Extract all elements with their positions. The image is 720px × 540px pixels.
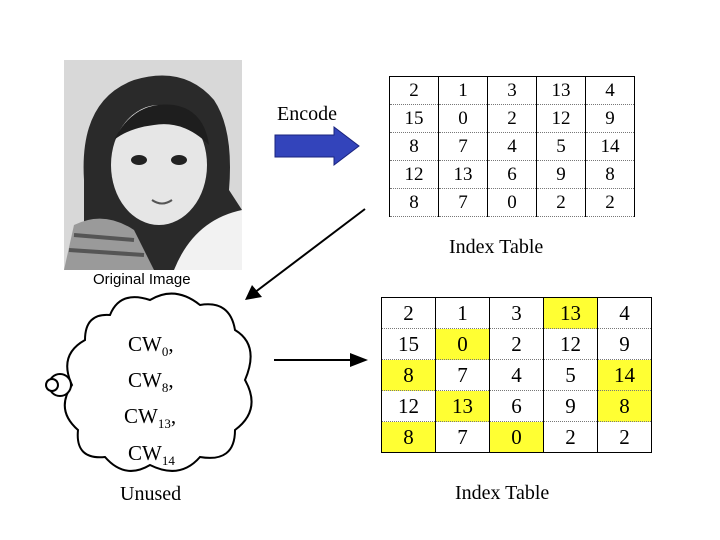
unused-caption: Unused bbox=[120, 483, 181, 506]
table-cell: 9 bbox=[598, 329, 652, 360]
table-cell: 0 bbox=[490, 422, 544, 453]
table-cell: 8 bbox=[382, 422, 436, 453]
table-cell: 1 bbox=[439, 77, 488, 105]
table-cell: 8 bbox=[586, 161, 635, 189]
table-cell: 2 bbox=[382, 298, 436, 329]
table-cell: 13 bbox=[436, 391, 490, 422]
table-cell: 3 bbox=[490, 298, 544, 329]
table-cell: 14 bbox=[598, 360, 652, 391]
index-table-bottom-caption: Index Table bbox=[455, 482, 549, 505]
table-cell: 7 bbox=[436, 360, 490, 391]
table-cell: 2 bbox=[544, 422, 598, 453]
codeword-item: CW14 bbox=[128, 439, 176, 475]
table-cell: 8 bbox=[390, 189, 439, 217]
table-cell: 4 bbox=[490, 360, 544, 391]
encode-arrow bbox=[274, 126, 364, 168]
table-cell: 8 bbox=[598, 391, 652, 422]
table-cell: 12 bbox=[544, 329, 598, 360]
table-cell: 14 bbox=[586, 133, 635, 161]
index-table-top-caption: Index Table bbox=[449, 236, 543, 259]
codeword-item: CW0, bbox=[128, 330, 176, 366]
table-cell: 13 bbox=[544, 298, 598, 329]
cloud-to-table-arrow bbox=[272, 350, 372, 370]
table-cell: 0 bbox=[439, 105, 488, 133]
table-cell: 2 bbox=[598, 422, 652, 453]
table-cell: 12 bbox=[382, 391, 436, 422]
table-cell: 9 bbox=[544, 391, 598, 422]
table-cell: 9 bbox=[537, 161, 586, 189]
table-cell: 5 bbox=[537, 133, 586, 161]
table-cell: 5 bbox=[544, 360, 598, 391]
table-cell: 2 bbox=[490, 329, 544, 360]
table-cell: 15 bbox=[390, 105, 439, 133]
table-cell: 2 bbox=[537, 189, 586, 217]
table-cell: 2 bbox=[390, 77, 439, 105]
table-cell: 4 bbox=[586, 77, 635, 105]
table-cell: 6 bbox=[490, 391, 544, 422]
table-cell: 4 bbox=[488, 133, 537, 161]
table-cell: 7 bbox=[439, 189, 488, 217]
encode-label: Encode bbox=[277, 103, 337, 126]
table-cell: 0 bbox=[436, 329, 490, 360]
table-cell: 4 bbox=[598, 298, 652, 329]
table-cell: 12 bbox=[537, 105, 586, 133]
table-cell: 2 bbox=[488, 105, 537, 133]
codeword-list: CW0, CW8, CW13, CW14 bbox=[128, 330, 176, 475]
codeword-item: CW8, bbox=[128, 366, 176, 402]
table-cell: 2 bbox=[586, 189, 635, 217]
codeword-item: CW13, bbox=[124, 402, 176, 438]
table-cell: 3 bbox=[488, 77, 537, 105]
table-cell: 7 bbox=[436, 422, 490, 453]
table-cell: 8 bbox=[382, 360, 436, 391]
original-image-photo bbox=[64, 60, 242, 270]
table-cell: 15 bbox=[382, 329, 436, 360]
table-cell: 9 bbox=[586, 105, 635, 133]
table-cell: 6 bbox=[488, 161, 537, 189]
table-cell: 13 bbox=[537, 77, 586, 105]
table-cell: 12 bbox=[390, 161, 439, 189]
table-cell: 13 bbox=[439, 161, 488, 189]
table-cell: 8 bbox=[390, 133, 439, 161]
table-cell: 1 bbox=[436, 298, 490, 329]
table-cell: 7 bbox=[439, 133, 488, 161]
table-cell: 0 bbox=[488, 189, 537, 217]
